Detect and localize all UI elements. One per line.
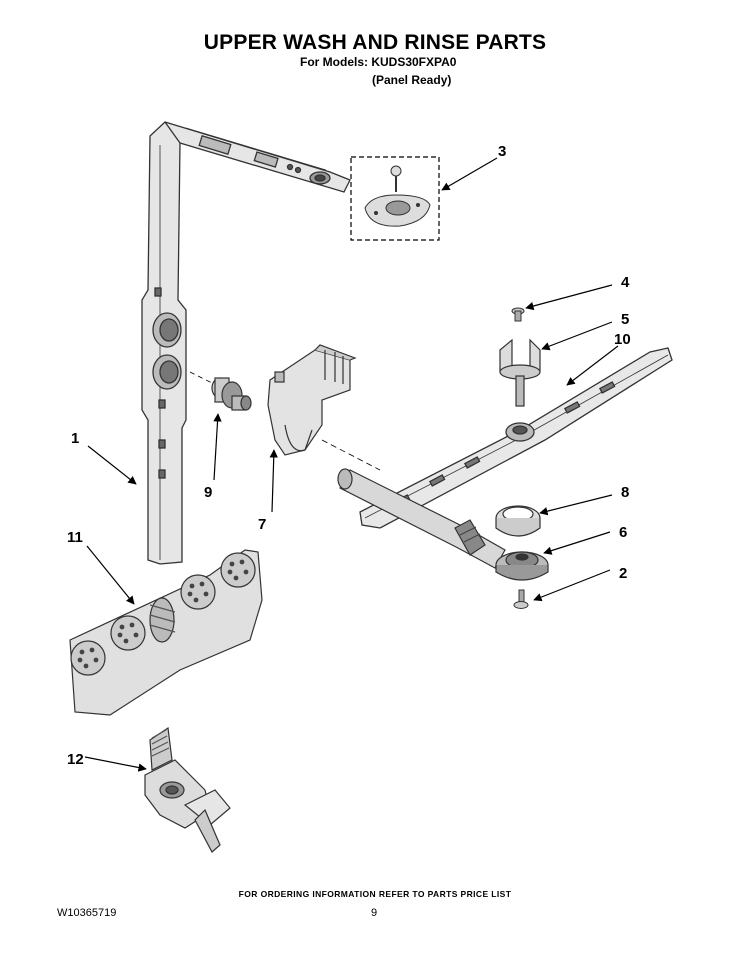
callout-9: 9 <box>204 484 212 501</box>
callout-10: 10 <box>614 331 631 348</box>
callout-3: 3 <box>498 143 506 160</box>
callout-labels: 1 2 3 4 5 6 7 8 9 10 11 12 <box>67 143 631 768</box>
part-5-bearing <box>499 338 541 407</box>
callout-8: 8 <box>621 484 629 501</box>
part-6-hub <box>495 551 549 581</box>
page-title: UPPER WASH AND RINSE PARTS <box>203 31 547 54</box>
part-3-nozzle-box <box>350 156 440 241</box>
callout-4: 4 <box>621 274 630 291</box>
callout-1: 1 <box>71 430 79 447</box>
page-number: 9 <box>371 907 378 919</box>
callout-7: 7 <box>258 516 266 533</box>
model-line: For Models: KUDS30FXPA0 <box>300 55 457 69</box>
callout-12: 12 <box>67 751 84 768</box>
part-8-seal-ring <box>495 505 541 537</box>
callout-2: 2 <box>619 565 627 582</box>
model-variant: (Panel Ready) <box>372 73 452 87</box>
part-7-bracket <box>267 344 381 471</box>
callout-6: 6 <box>619 524 627 541</box>
spray-arm-feed-tube <box>337 468 506 569</box>
callout-11: 11 <box>67 529 83 546</box>
part-9-fitting <box>189 371 252 411</box>
document-number: W10365719 <box>57 907 117 919</box>
callout-5: 5 <box>621 311 629 328</box>
part-2-screw <box>513 589 529 609</box>
ordering-note: FOR ORDERING INFORMATION REFER TO PARTS … <box>238 889 512 899</box>
leader-lines <box>84 157 619 772</box>
part-1-supply-tube <box>141 121 351 565</box>
part-11-manifold <box>69 549 263 716</box>
part-12-connector <box>144 726 231 853</box>
part-4-screw <box>511 307 525 322</box>
